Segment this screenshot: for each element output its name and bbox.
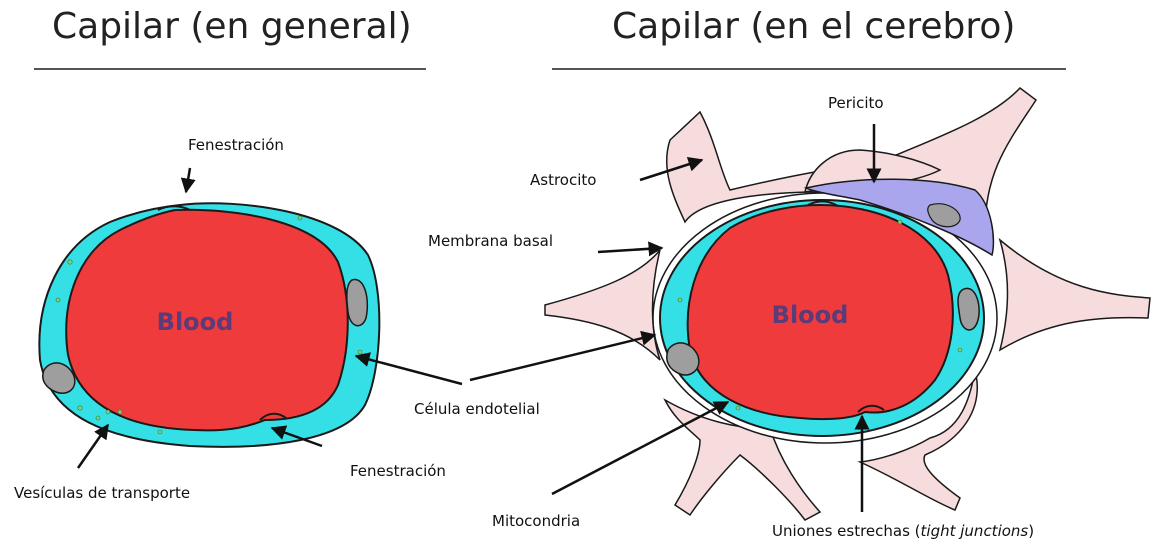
label-pericito: Pericito: [828, 94, 884, 112]
arrow-vesiculas: [78, 425, 108, 468]
label-uniones-main: Uniones estrechas (: [772, 522, 921, 540]
label-uniones-italic: tight junctions: [921, 522, 1029, 540]
capillary-brain: Blood: [545, 88, 1150, 520]
title-rule-left: [34, 68, 426, 70]
nucleus-right-right: [958, 288, 979, 330]
capillary-general: Blood: [39, 203, 379, 447]
blood-label-right: Blood: [772, 301, 849, 329]
title-left: Capilar (en general): [52, 6, 412, 47]
label-uniones-estrechas: Uniones estrechas (tight junctions): [772, 522, 1034, 540]
label-astrocito: Astrocito: [530, 171, 596, 189]
label-fenestracion-bottom: Fenestración: [350, 462, 446, 480]
nucleus-left-right: [347, 280, 368, 326]
label-membrana-basal: Membrana basal: [428, 232, 553, 250]
label-vesiculas: Vesículas de transporte: [14, 484, 190, 502]
arrow-membrana-basal: [598, 248, 662, 252]
label-mitocondria: Mitocondria: [492, 512, 580, 530]
label-uniones-close: ): [1028, 522, 1034, 540]
blood-label-left: Blood: [157, 308, 234, 336]
label-fenestracion-top: Fenestración: [188, 136, 284, 154]
arrow-fenestracion-top: [186, 168, 190, 192]
label-celula-endotelial: Célula endotelial: [414, 400, 540, 418]
title-right: Capilar (en el cerebro): [612, 6, 1015, 47]
title-rule-right: [552, 68, 1066, 70]
arrow-celula-endotelial-right: [470, 335, 655, 380]
